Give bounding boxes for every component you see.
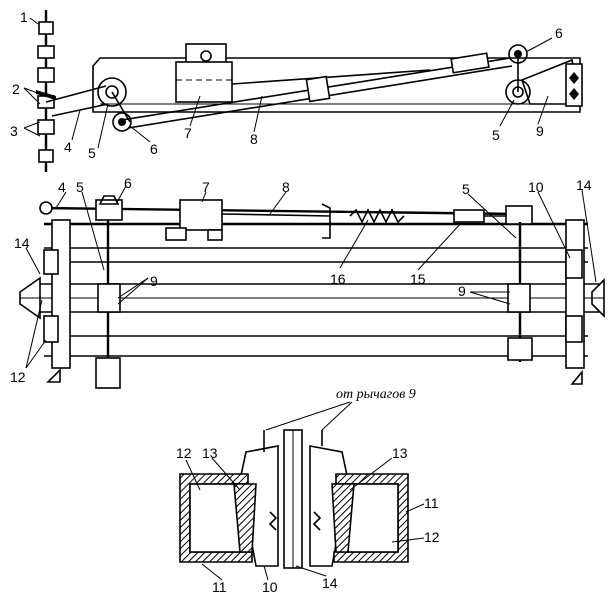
label-5-middle-right: 5 [462,181,470,197]
labels: 1 2 3 4 5 6 7 8 6 5 9 4 5 6 7 8 5 10 14 … [10,9,592,595]
label-15: 15 [410,271,426,287]
label-14-middle-left: 14 [14,235,30,251]
label-9-middle-right: 9 [458,283,466,299]
top-side-view [36,10,583,172]
label-10-middle: 10 [528,179,544,195]
label-4-middle: 4 [58,179,66,195]
label-6-middle: 6 [124,175,132,191]
label-14-middle-right: 14 [576,177,592,193]
label-6-top-right: 6 [555,25,563,41]
middle-plan-view [19,195,605,389]
label-2: 2 [12,81,20,97]
label-14-bottom: 14 [322,575,338,591]
label-5-top-right: 5 [492,127,500,143]
label-12-bottom-left: 12 [176,445,192,461]
label-16: 16 [330,271,346,287]
label-1: 1 [20,9,28,25]
label-6-top-left: 6 [150,141,158,157]
label-3: 3 [10,123,18,139]
label-5-top-left: 5 [88,145,96,161]
label-11-bottom-left: 11 [212,579,227,595]
label-7-top: 7 [184,125,192,141]
label-7-middle: 7 [202,179,210,195]
label-12-middle: 12 [10,369,26,385]
bottom-detail-view [179,401,409,569]
label-8-top: 8 [250,131,258,147]
caption-from-levers: от рычагов 9 [336,387,416,402]
label-9-top: 9 [536,123,544,139]
leader-lines [23,17,597,581]
label-11-bottom-right: 11 [424,495,439,511]
label-5-middle-left: 5 [76,179,84,195]
label-10-bottom: 10 [262,579,278,595]
label-13-bottom-left: 13 [202,445,218,461]
label-4-top: 4 [64,139,72,155]
label-12-bottom-right: 12 [424,529,440,545]
label-8-middle: 8 [282,179,290,195]
label-9-middle-left: 9 [150,273,158,289]
label-13-bottom-right: 13 [392,445,408,461]
